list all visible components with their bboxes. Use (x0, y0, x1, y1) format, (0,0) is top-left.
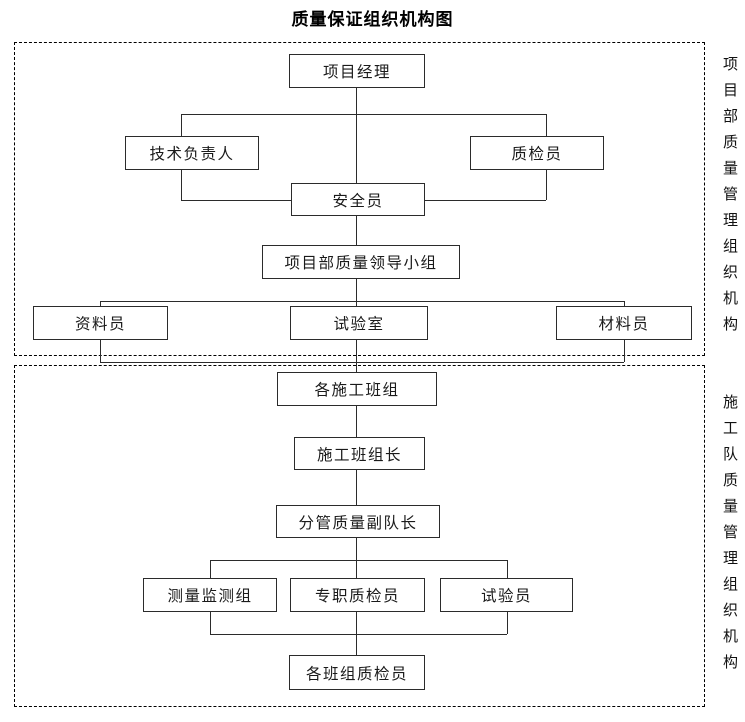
connector-manager-to-safety (356, 114, 357, 183)
connector-survey-group-down (210, 612, 211, 634)
node-project-manager[interactable]: 项目经理 (289, 54, 425, 88)
connector-rail-to-laboratory (356, 301, 357, 306)
connector-technical-director-down (181, 170, 182, 200)
connector-manager-down (356, 88, 357, 114)
node-team-inspectors[interactable]: 各班组质检员 (289, 655, 425, 690)
connector-rail-to-quality-inspector (546, 114, 547, 136)
page-title: 质量保证组织机构图 (291, 10, 454, 29)
connector-leader-to-deputy-captain (356, 470, 357, 505)
connector-leading-group-down (356, 279, 357, 301)
node-team-leader[interactable]: 施工班组长 (294, 437, 425, 470)
connector-to-team-inspectors (356, 612, 357, 655)
node-construction-teams[interactable]: 各施工班组 (277, 372, 437, 406)
connector-construction-teams-to-leader (356, 406, 357, 437)
connector-rail-to-technical-director (181, 114, 182, 136)
connector-technical-director-to-safety (181, 200, 291, 201)
connector-lab-technician-down (507, 612, 508, 634)
node-material-clerk[interactable]: 材料员 (556, 306, 692, 340)
connector-data-clerk-down (100, 340, 101, 362)
connector-quality-inspector-to-safety (425, 200, 546, 201)
connector-safety-to-leading-group (356, 216, 357, 245)
region-construction-team (14, 365, 705, 707)
connector-rail-mid-bottom (100, 362, 624, 363)
connector-rail-bottom-bottom (210, 634, 507, 635)
node-full-time-inspector[interactable]: 专职质检员 (290, 578, 425, 612)
connector-rail-to-lab-technician (507, 560, 508, 578)
connector-rail-top (181, 114, 546, 115)
connector-material-clerk-down (624, 340, 625, 362)
connector-rail-mid-top (100, 301, 624, 302)
node-laboratory[interactable]: 试验室 (290, 306, 428, 340)
node-technical-director[interactable]: 技术负责人 (125, 136, 259, 170)
connector-rail-bottom-top (210, 560, 507, 561)
node-survey-monitor-group[interactable]: 测量监测组 (143, 578, 277, 612)
node-data-clerk[interactable]: 资料员 (33, 306, 168, 340)
connector-rail-to-survey-group (210, 560, 211, 578)
side-label-project-department: 项目部质量管理组织机构 (721, 56, 737, 342)
node-safety-officer[interactable]: 安全员 (291, 183, 425, 216)
node-deputy-quality-captain[interactable]: 分管质量副队长 (276, 505, 440, 538)
side-label-construction-team: 施工队质量管理组织机构 (721, 394, 737, 680)
node-lab-technician[interactable]: 试验员 (440, 578, 573, 612)
connector-quality-inspector-down (546, 170, 547, 200)
connector-deputy-captain-down (356, 538, 357, 560)
connector-rail-to-full-time-inspector (356, 560, 357, 578)
region-project-department (14, 42, 705, 356)
connector-rail-to-data-clerk (100, 301, 101, 306)
node-quality-leading-group[interactable]: 项目部质量领导小组 (262, 245, 460, 279)
connector-rail-to-material-clerk (624, 301, 625, 306)
node-quality-inspector[interactable]: 质检员 (470, 136, 604, 170)
connector-laboratory-to-construction-teams (356, 340, 357, 374)
